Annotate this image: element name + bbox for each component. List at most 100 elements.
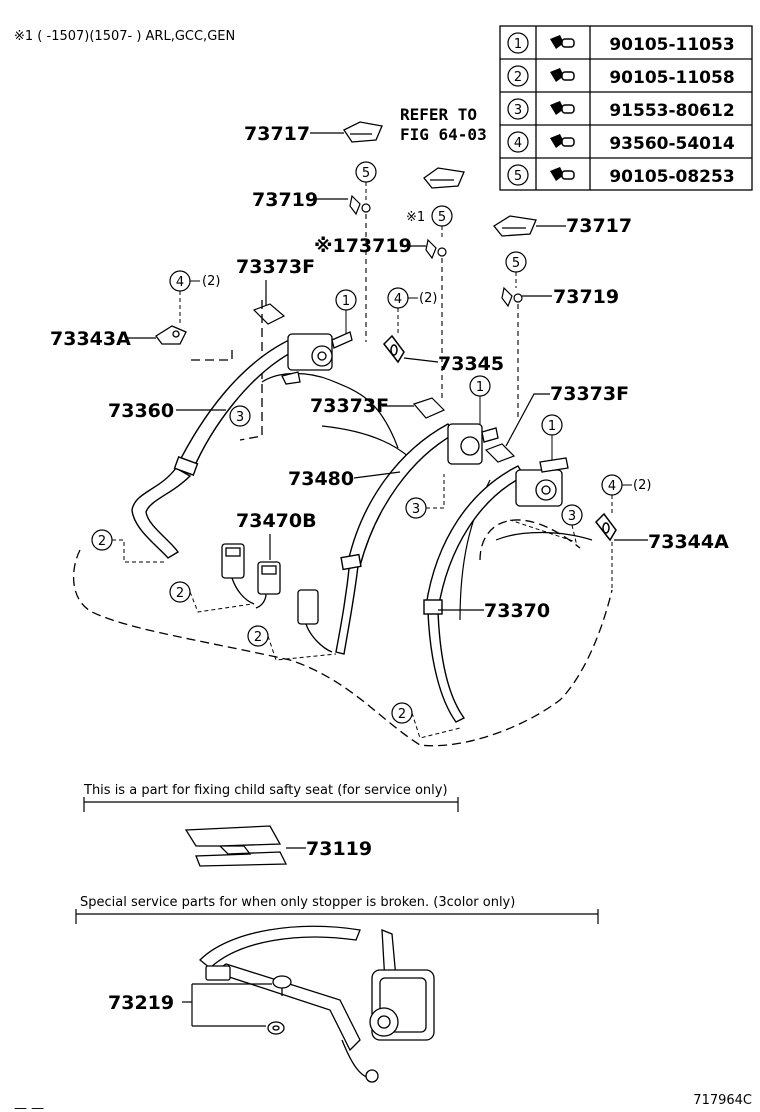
table-row-2: 2 90105-11058 [507, 65, 735, 88]
svg-text:1: 1 [548, 419, 556, 434]
part-label: ※173719 [314, 235, 412, 257]
table-row-1: 1 90105-11053 [507, 32, 735, 55]
callout-5: 5 [505, 251, 527, 288]
refer-line-2: FIG 64-03 [400, 125, 487, 144]
guide-pad-icon [412, 397, 446, 419]
fastener-table [499, 25, 753, 191]
clip-icon [501, 286, 523, 308]
svg-text:1: 1 [342, 294, 350, 309]
part-label: 73373F [310, 395, 389, 417]
part-label: 73345 [438, 353, 504, 375]
part-label: 73719 [553, 286, 619, 308]
part-label: 73719 [252, 189, 318, 211]
table-row-number: 4 [514, 136, 522, 151]
callout-5: 5 [431, 205, 453, 240]
table-row-number: 5 [514, 169, 522, 184]
bolt-icon [550, 167, 575, 181]
svg-text:4: 4 [394, 292, 402, 307]
guide-pad-icon [252, 303, 286, 325]
callout-3: 3 [229, 405, 251, 427]
seat-belt-left [131, 335, 306, 559]
clip-icon [425, 238, 447, 260]
table-part-number: 90105-11058 [609, 68, 734, 88]
table-row-number: 1 [514, 37, 522, 52]
table-row-number: 3 [514, 103, 522, 118]
svg-text:2: 2 [398, 707, 406, 722]
svg-text:2: 2 [254, 630, 262, 645]
buckle-icon [297, 589, 333, 653]
section-bracket [75, 909, 599, 924]
callout-4: 4 (2) [601, 474, 651, 514]
svg-text:1: 1 [476, 380, 484, 395]
anchor-plate-icon [383, 334, 405, 364]
anchor-cover-icon [155, 325, 187, 345]
part-label: 73470B [236, 510, 317, 532]
table-row-4: 4 93560-54014 [507, 131, 735, 154]
stopper-pin-icon [272, 975, 292, 996]
callout-4: 4 (2) [387, 287, 437, 336]
applicability-mark: ※1 [406, 210, 425, 225]
stopper-nut-icon [267, 1021, 285, 1035]
svg-text:5: 5 [438, 210, 446, 225]
leader-bracket [182, 983, 272, 1027]
table-row-3: 3 91553-80612 [507, 98, 735, 121]
part-label: 73480 [288, 468, 354, 490]
guide-pad-icon [484, 443, 516, 463]
clip-icon [349, 194, 371, 216]
child-seat-note: This is a part for fixing child safty se… [83, 783, 448, 798]
svg-text:2: 2 [176, 586, 184, 601]
callout-4: 4 (2) [169, 270, 220, 326]
retractor-right [515, 457, 569, 507]
section-bracket [83, 797, 459, 812]
callout-1: 1 [541, 414, 563, 460]
svg-text:3: 3 [568, 509, 576, 524]
callout-2: 2 [169, 581, 253, 613]
callout-2: 2 [391, 702, 461, 739]
part-label: 73344A [648, 531, 729, 553]
stopper-note: Special service parts for when only stop… [80, 895, 515, 910]
part-label: 73717 [566, 215, 632, 237]
seat-belt-cover-refer [423, 167, 465, 189]
callout-2: 2 [247, 625, 337, 661]
svg-text:4: 4 [176, 275, 184, 290]
table-row-5: 5 90105-08253 [507, 164, 735, 187]
callout-1: 1 [469, 375, 491, 424]
callout-1: 1 [335, 289, 357, 334]
svg-text:(2): (2) [633, 478, 651, 493]
retractor-left [281, 331, 353, 385]
table-part-number: 90105-08253 [609, 167, 734, 187]
bolt-icon [550, 35, 575, 49]
bolt-icon [550, 134, 575, 148]
table-row-number: 2 [514, 70, 522, 85]
buckle-icon [221, 543, 281, 609]
bolt-icon [550, 68, 575, 82]
callout-3: 3 [509, 504, 583, 543]
guide-lines [365, 214, 519, 420]
part-label: 73343A [50, 328, 131, 350]
svg-text:(2): (2) [419, 291, 437, 306]
svg-text:4: 4 [608, 479, 616, 494]
part-label: 73370 [484, 600, 550, 622]
callout-3: 3 [405, 474, 445, 519]
anchor-plate-icon [595, 512, 617, 542]
table-part-number: 93560-54014 [609, 134, 735, 154]
table-part-number: 91553-80612 [609, 101, 734, 121]
seat-belt-cover-right [493, 215, 537, 237]
refer-line-1: REFER TO [400, 105, 477, 124]
retractor-center [447, 423, 499, 465]
svg-text:2: 2 [98, 534, 106, 549]
seat-back-outline [261, 372, 593, 621]
applicability-note: ※1 ( -1507)(1507- ) ARL,GCC,GEN [14, 29, 235, 44]
table-part-number: 90105-11053 [609, 35, 734, 55]
seat-belt-cover-top [343, 121, 383, 143]
part-label: 73219 [108, 992, 174, 1014]
svg-text:3: 3 [412, 502, 420, 517]
part-label: 73360 [108, 400, 174, 422]
bolt-icon [550, 101, 575, 115]
part-label: 73373F [550, 383, 629, 405]
part-label: 73717 [244, 123, 310, 145]
seat-belt-right [423, 465, 525, 723]
part-label: 73373F [236, 256, 315, 278]
figure-code: 717964C [693, 1093, 752, 1108]
